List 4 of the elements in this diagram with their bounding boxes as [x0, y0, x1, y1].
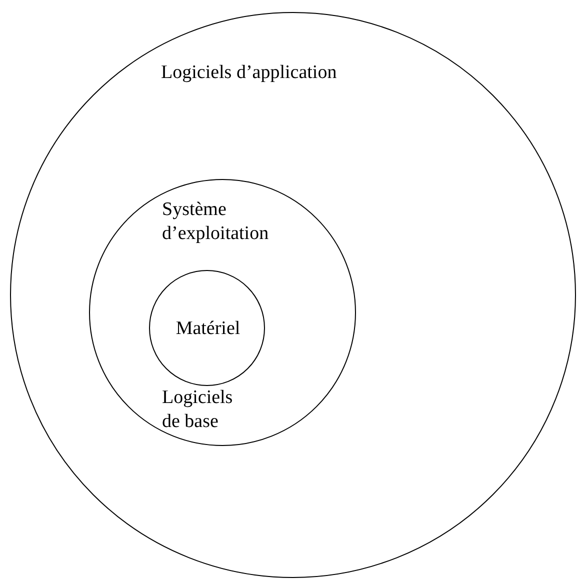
layer-label: Matériel [174, 317, 242, 341]
layer-label: Logiciels de base [162, 386, 234, 434]
layer-label: Logiciels d’application [161, 61, 338, 85]
layer-label: Système d’exploitation [162, 198, 270, 246]
